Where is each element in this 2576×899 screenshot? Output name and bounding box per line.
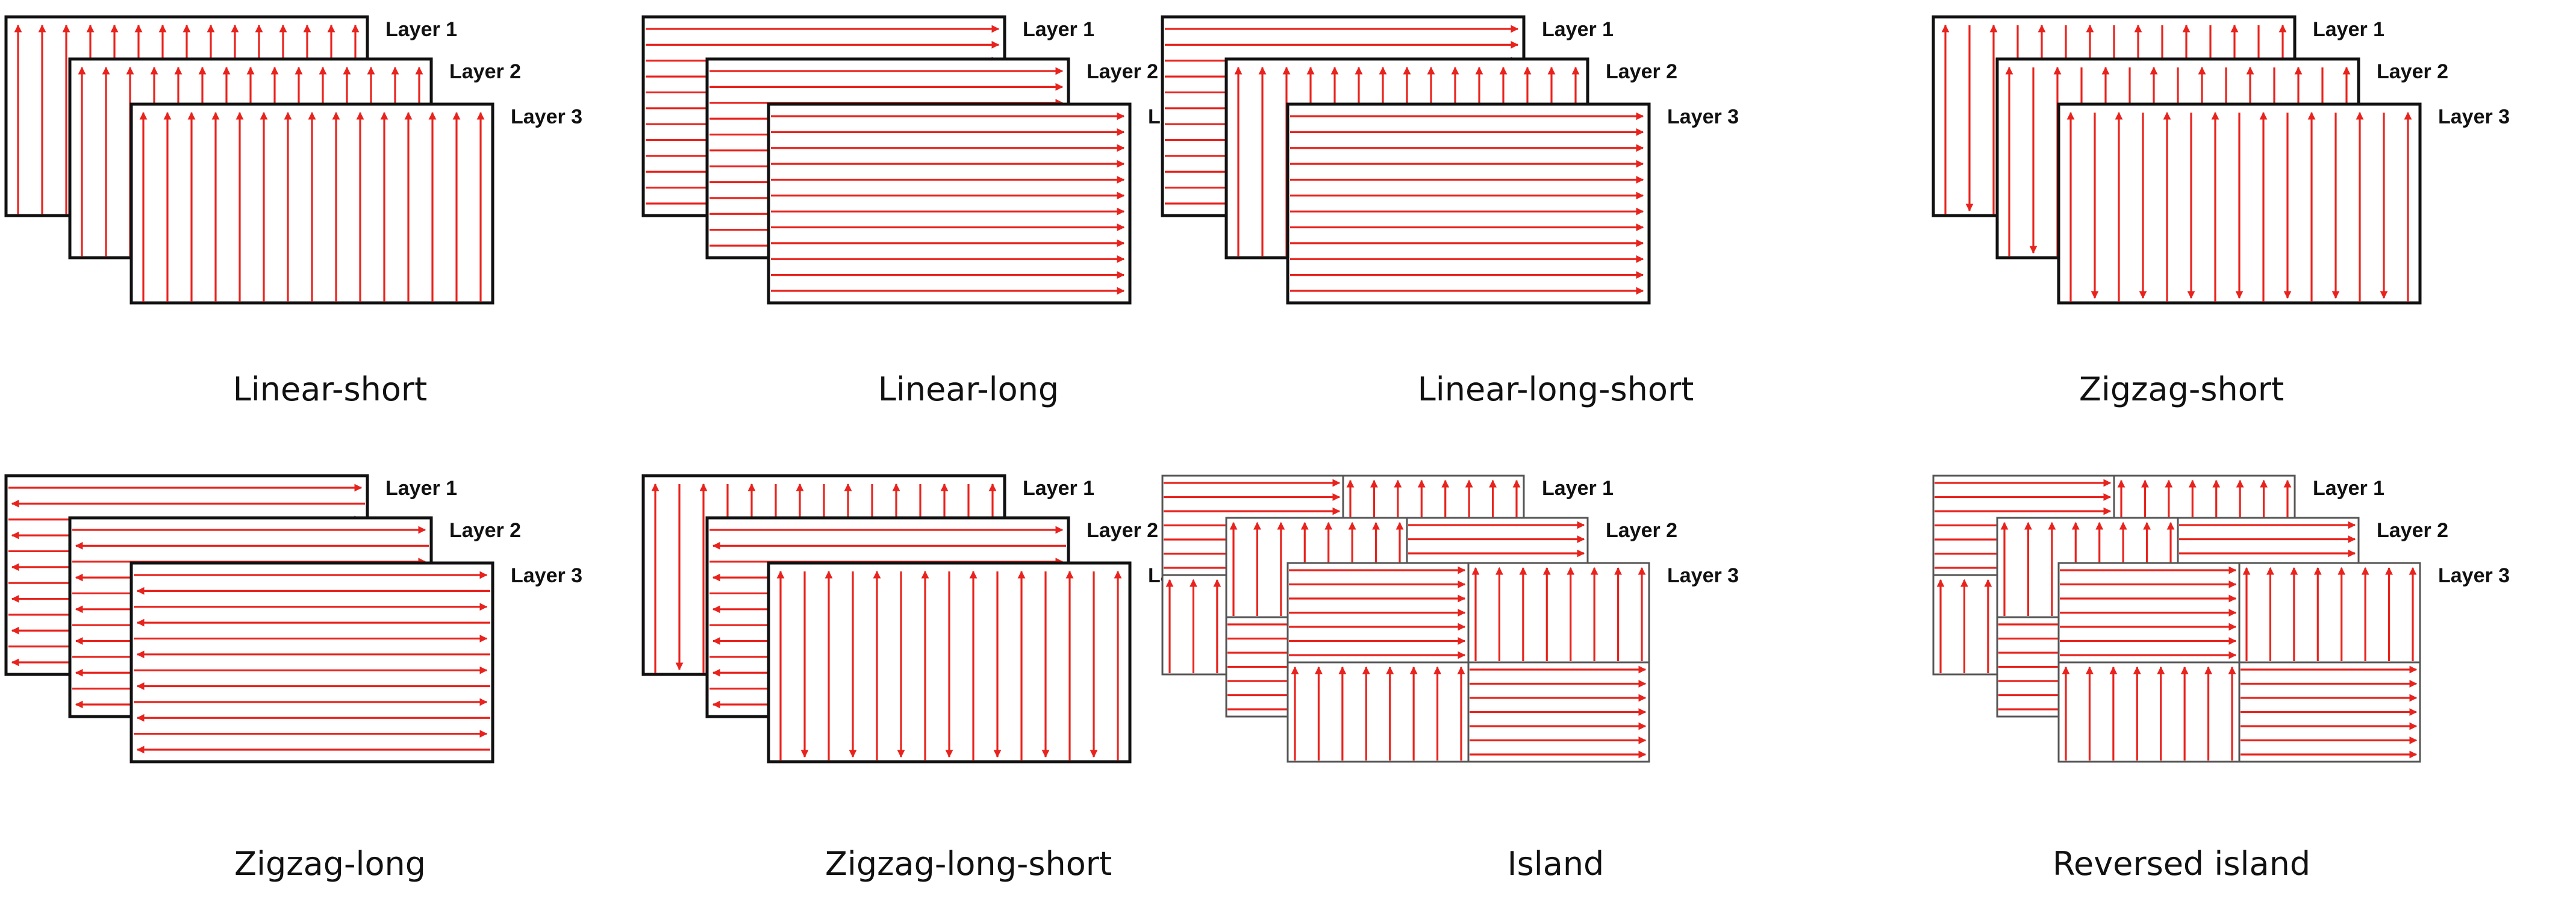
layer-label: Layer 1	[385, 18, 457, 41]
layer-label: Layer 2	[1606, 60, 1677, 83]
layer-3: Layer 3	[2057, 562, 2510, 763]
island-cell	[2238, 661, 2421, 763]
layer-label: Layer 2	[1087, 60, 1158, 83]
strategy-panel: Layer 1 Layer 2 Layer 3 Zigzag-long	[4, 474, 582, 883]
layer-label: Layer 3	[1667, 105, 1739, 128]
layer-label: Layer 2	[1606, 519, 1677, 542]
strategy-caption: Zigzag-long	[234, 845, 426, 883]
layer-label: Layer 3	[1667, 564, 1739, 587]
strategy-panel: Layer 1 Layer 2 Layer 3 Linear-long	[641, 15, 1220, 408]
layer-label: Layer 3	[511, 564, 582, 587]
strategy-panel: Layer 1 Layer 2 Layer 3 Reversed island	[1932, 474, 2510, 883]
layer-label: Layer 2	[2377, 519, 2448, 542]
layer-label: Layer 2	[1087, 519, 1158, 542]
layer-label: Layer 2	[2377, 60, 2448, 83]
layer-label: Layer 1	[1542, 477, 1614, 500]
strategy-panel: Layer 1 Layer 2 Layer 3 Zigzag-short	[1932, 15, 2510, 408]
layer-3: Layer 3	[1286, 102, 1739, 305]
layer-3: Layer 3	[129, 561, 582, 764]
layer-label: Layer 1	[385, 477, 457, 500]
layer-frame	[129, 561, 494, 764]
layer-3: Layer 3	[767, 561, 1220, 764]
layer-label: Layer 1	[1023, 477, 1094, 500]
layer-label: Layer 1	[2313, 477, 2384, 500]
strategy-caption: Linear-short	[233, 370, 428, 408]
strategy-caption: Reversed island	[2053, 845, 2310, 883]
layer-label: Layer 1	[1023, 18, 1094, 41]
strategy-caption: Linear-long-short	[1418, 370, 1694, 408]
strategy-panel: Layer 1 Layer 2 Layer 3 Linear-short	[4, 15, 582, 408]
layer-label: Layer 3	[2438, 105, 2510, 128]
island-cell	[1467, 661, 1650, 763]
layer-frame	[1286, 102, 1651, 305]
layer-3: Layer 3	[1286, 562, 1739, 763]
layer-3: Layer 3	[767, 102, 1220, 305]
strategy-caption: Linear-long	[878, 370, 1059, 408]
strategy-caption: Island	[1508, 845, 1605, 883]
strategy-caption: Zigzag-short	[2079, 370, 2284, 408]
layer-3: Layer 3	[129, 102, 582, 305]
strategy-panel: Layer 1 Layer 2 Layer 3 Island	[1161, 474, 1739, 883]
layer-label: Layer 1	[2313, 18, 2384, 41]
layer-frame	[767, 102, 1132, 305]
layer-label: Layer 3	[2438, 564, 2510, 587]
layer-label: Layer 2	[449, 60, 521, 83]
layer-label: Layer 3	[511, 105, 582, 128]
layer-3: Layer 3	[2057, 102, 2510, 305]
strategy-panel: Layer 1 Layer 2 Layer 3 Linear-long-short	[1161, 15, 1739, 408]
strategy-panel: Layer 1 Layer 2 Layer 3 Zigzag-long-short	[641, 474, 1220, 883]
strategy-caption: Zigzag-long-short	[825, 845, 1112, 883]
layer-label: Layer 2	[449, 519, 521, 542]
layer-label: Layer 1	[1542, 18, 1614, 41]
